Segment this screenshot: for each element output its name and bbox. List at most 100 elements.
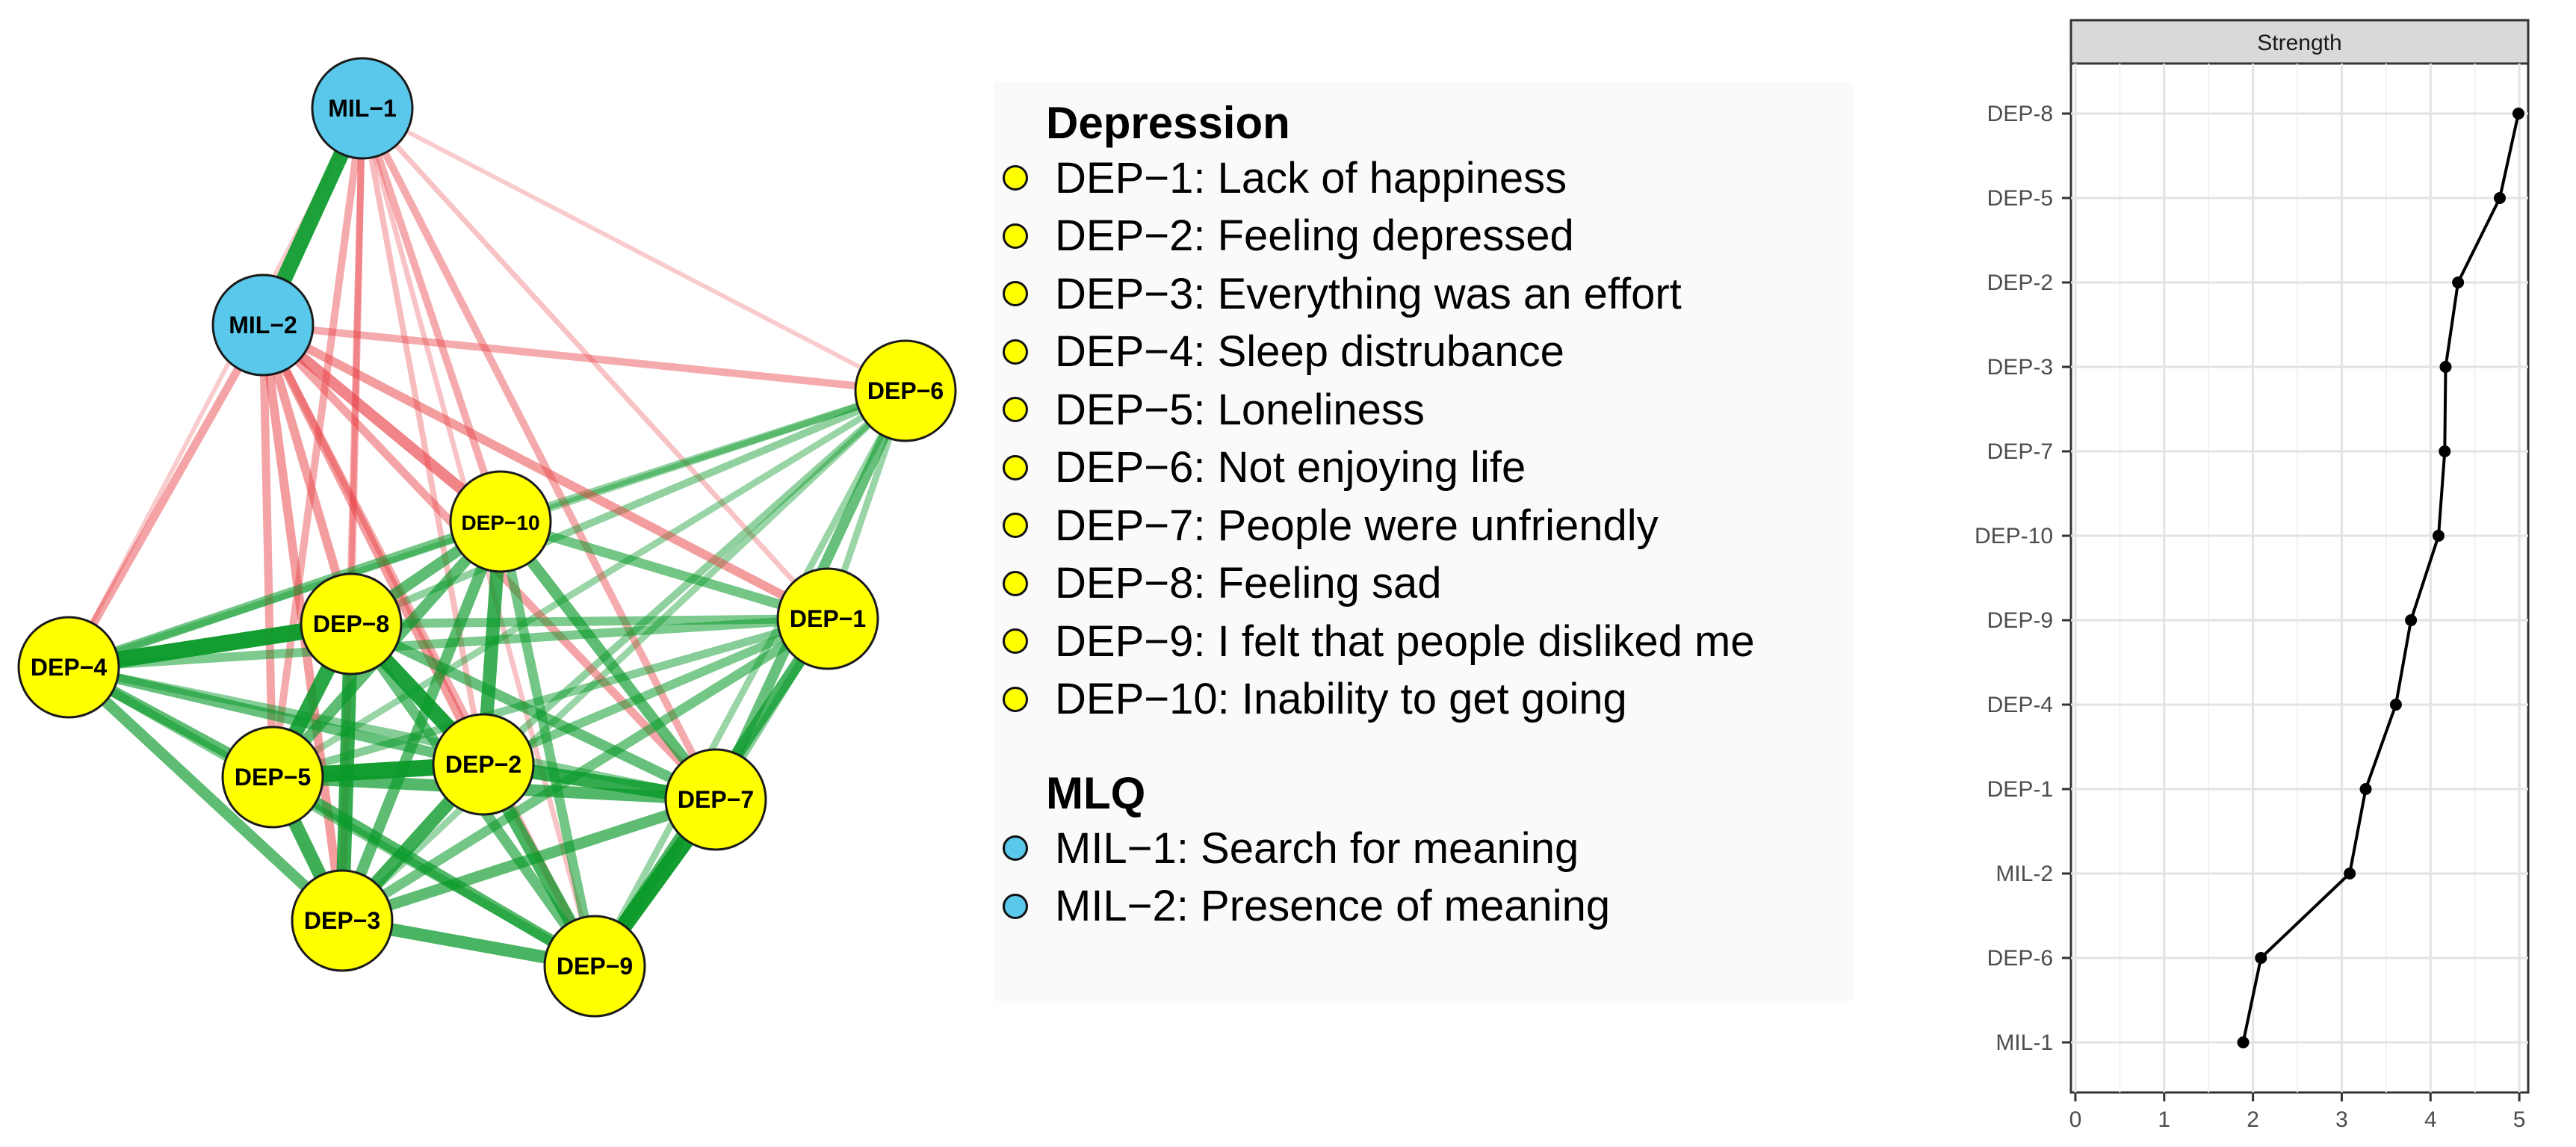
edge-dep-10-dep-7: [495, 516, 722, 806]
legend-label: DEP−6: Not enjoying life: [1055, 443, 1526, 492]
legend-item: DEP−3: Everything was an effort: [994, 264, 1682, 324]
y-tick-label: DEP-9: [1987, 608, 2053, 633]
edge-mil-2-dep-4: [64, 321, 267, 672]
legend-label: DEP−1: Lack of happiness: [1055, 153, 1567, 202]
y-tick-label: DEP-8: [1987, 102, 2053, 126]
node-label: DEP−3: [304, 907, 380, 934]
strength-title: Strength: [2257, 31, 2341, 55]
edge-dep-10-dep-3: [336, 516, 507, 927]
node-circle: [17, 616, 120, 719]
legend-swatch: [1003, 223, 1028, 249]
legend-swatch: [1003, 165, 1028, 191]
legend-item: DEP−4: Sleep distrubance: [994, 322, 1564, 382]
plot-background: [2069, 62, 2530, 1094]
edge-dep-6-dep-3: [338, 387, 909, 924]
strength-series: [2237, 108, 2524, 1048]
y-tick-label: DEP-6: [1987, 946, 2053, 971]
node-dep-8: DEP−8: [300, 572, 403, 675]
edge-dep-4-dep-3: [63, 661, 348, 927]
edge-mil-1-dep-7: [359, 105, 719, 803]
edge-dep-6-dep-5: [269, 387, 909, 781]
strength-point: [2439, 445, 2451, 457]
node-dep-6: DEP−6: [854, 339, 957, 442]
network-graph: MIL−1MIL−2DEP−6DEP−10DEP−1DEP−8DEP−4DEP−…: [17, 57, 957, 1018]
x-tick-label: 3: [2335, 1107, 2348, 1132]
node-mil-1: MIL−1: [311, 57, 414, 160]
x-tick-label: 5: [2513, 1107, 2526, 1132]
edge-dep-6-dep-10: [497, 387, 909, 525]
legend-label: DEP−10: Inability to get going: [1055, 675, 1627, 723]
node-dep-1: DEP−1: [776, 567, 879, 670]
legend-item: MIL−2: Presence of meaning: [994, 877, 1610, 936]
y-tick-label: DEP-4: [1987, 693, 2053, 717]
edge-dep-5-dep-1: [268, 614, 832, 782]
y-tick-label: MIL-2: [1996, 862, 2053, 886]
node-circle: [543, 915, 646, 1018]
strength-point: [2344, 868, 2356, 879]
legend-label: DEP−9: I felt that people disliked me: [1055, 616, 1755, 666]
y-tick-label: MIL-1: [1996, 1030, 2053, 1055]
node-circle: [449, 470, 552, 573]
node-dep-4: DEP−4: [17, 616, 120, 719]
legend-swatch: [1003, 893, 1028, 919]
edge-dep-5-dep-9: [267, 771, 601, 972]
strength-point: [2389, 699, 2402, 711]
legend-label: DEP−3: Everything was an effort: [1055, 269, 1682, 318]
legend-item: DEP−5: Loneliness: [994, 380, 1425, 439]
legend-swatch: [1003, 513, 1028, 538]
node-label: DEP−4: [31, 654, 107, 681]
node-label: MIL−1: [328, 95, 397, 122]
legend-swatch: [1003, 570, 1028, 596]
node-circle: [300, 572, 403, 675]
legend-label: DEP−8: Feeling sad: [1055, 559, 1442, 607]
node-label: MIL−2: [229, 312, 297, 338]
node-circle: [211, 273, 315, 377]
edge-dep-8-dep-7: [346, 619, 721, 805]
edge-mil-1-dep-8: [347, 105, 366, 628]
edge-mil-2-dep-5: [258, 321, 277, 782]
legend-item: DEP−7: People were unfriendly: [994, 495, 1659, 555]
node-dep-2: DEP−2: [432, 713, 535, 816]
strength-line: [2241, 113, 2520, 1043]
legend-swatch: [1003, 686, 1028, 712]
legend-label: DEP−4: Sleep distrubance: [1055, 327, 1564, 376]
legend-label: MIL−2: Presence of meaning: [1055, 882, 1611, 930]
legend-swatch: [1003, 397, 1028, 422]
legend-swatch: [1003, 281, 1028, 306]
x-tick-label: 0: [2069, 1107, 2082, 1132]
legend-item: DEP−2: Feeling depressed: [994, 206, 1574, 266]
legend-label: DEP−2: Feeling depressed: [1055, 211, 1574, 260]
x-tick-label: 1: [2158, 1107, 2170, 1132]
node-label: DEP−2: [445, 751, 521, 778]
legend-swatch: [1003, 835, 1028, 861]
y-tick-label: DEP-3: [1987, 355, 2053, 380]
node-circle: [776, 567, 879, 670]
legend-swatch: [1003, 338, 1028, 365]
strength-point: [2439, 361, 2452, 373]
strength-point: [2405, 614, 2418, 626]
strength-point: [2493, 192, 2506, 204]
strength-point: [2255, 952, 2267, 964]
edge-dep-10-dep-4: [64, 516, 506, 673]
y-tick-label: DEP-1: [1987, 777, 2053, 802]
edge-mil-2-dep-10: [257, 319, 507, 528]
edge-mil-1-dep-1: [359, 105, 831, 622]
strength-point: [2512, 108, 2524, 120]
y-tick-label: DEP-2: [1987, 270, 2053, 295]
edge-dep-6-dep-9: [591, 387, 909, 970]
node-label: DEP−7: [678, 786, 754, 813]
edge-dep-10-dep-1: [495, 516, 833, 624]
edge-mil-1-dep-2: [359, 105, 486, 767]
edge-mil-2-dep-1: [258, 321, 832, 623]
x-tick-label: 2: [2247, 1107, 2259, 1132]
legend-group-title: Depression: [1046, 98, 1290, 148]
network-nodes: MIL−1MIL−2DEP−6DEP−10DEP−1DEP−8DEP−4DEP−…: [17, 57, 957, 1018]
node-circle: [432, 713, 535, 816]
node-label: DEP−6: [867, 377, 944, 404]
legend-item: DEP−8: Feeling sad: [994, 554, 1441, 613]
legend-swatch: [1003, 628, 1028, 654]
node-dep-7: DEP−7: [664, 748, 767, 851]
y-tick-label: DEP-5: [1987, 186, 2053, 211]
